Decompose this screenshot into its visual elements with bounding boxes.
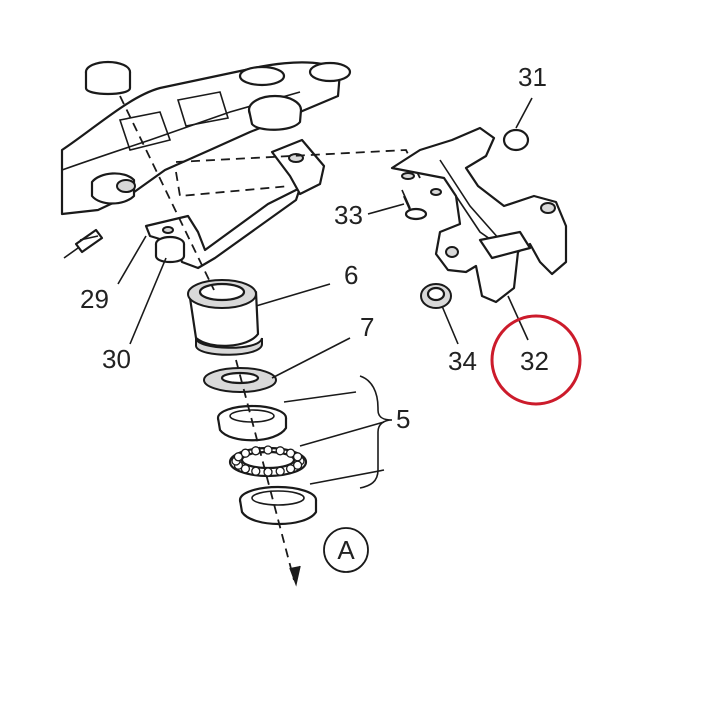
label-34: 34 bbox=[448, 346, 477, 376]
reference-marker-circle bbox=[323, 527, 369, 573]
highlight-circle bbox=[490, 314, 582, 406]
label-30: 30 bbox=[102, 344, 131, 374]
label-31: 31 bbox=[518, 62, 547, 92]
grommet-34 bbox=[420, 283, 452, 309]
spacer-30 bbox=[154, 235, 186, 264]
lower-bearing-race bbox=[238, 485, 318, 526]
bearing-ball bbox=[285, 464, 296, 474]
bolt-left bbox=[63, 228, 104, 259]
bearing-ball bbox=[263, 445, 273, 455]
bearing-ball bbox=[275, 466, 285, 476]
screw-33 bbox=[401, 189, 428, 221]
bearing-ball bbox=[240, 464, 251, 474]
label-32: 32 bbox=[520, 346, 549, 376]
label-29: 29 bbox=[80, 284, 109, 314]
upper-bearing-race bbox=[216, 404, 288, 442]
label-33: 33 bbox=[334, 200, 363, 230]
washer-7 bbox=[203, 367, 277, 393]
steering-axis bbox=[119, 95, 301, 587]
reference-marker-text: A bbox=[337, 535, 355, 565]
bearing-ball bbox=[285, 448, 296, 458]
assembly-lines bbox=[175, 149, 421, 197]
bearing-ball bbox=[263, 467, 273, 477]
ball-bearing-cage bbox=[228, 445, 308, 478]
leader-lines bbox=[117, 97, 533, 485]
steering-bushing-6 bbox=[187, 279, 263, 356]
label-6: 6 bbox=[344, 260, 358, 290]
label-7: 7 bbox=[360, 312, 374, 342]
upper-triple-clamp bbox=[60, 60, 352, 216]
grommet-31 bbox=[502, 128, 530, 152]
bearing-ball bbox=[233, 452, 244, 462]
instrument-bracket-32 bbox=[390, 126, 568, 304]
bearing-ball bbox=[240, 448, 251, 458]
bearing-ball bbox=[275, 446, 285, 456]
bearing-ball bbox=[251, 466, 261, 476]
group-bracket-5 bbox=[359, 375, 393, 489]
label-5: 5 bbox=[396, 404, 410, 434]
bearing-ball bbox=[292, 452, 303, 462]
